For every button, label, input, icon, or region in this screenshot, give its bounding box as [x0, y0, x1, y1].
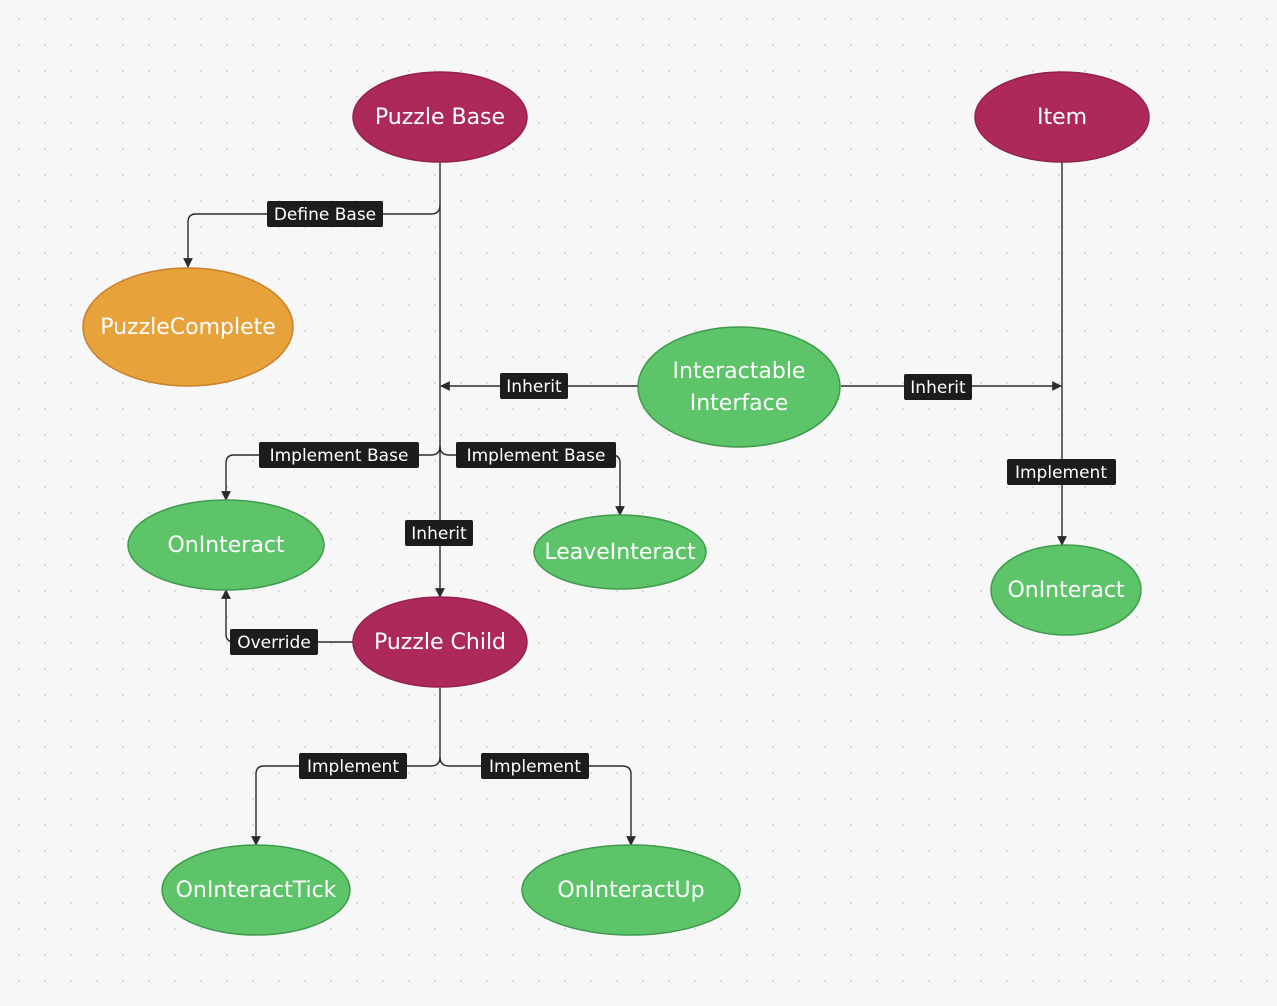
node-label: OnInteractUp — [557, 878, 704, 903]
node-shape — [352, 71, 528, 163]
edge-label-inherit-child[interactable]: Inherit — [405, 520, 473, 546]
edge-label-define-base[interactable]: Define Base — [267, 201, 383, 227]
node-shape — [521, 844, 741, 936]
edge-label-implement-base-right[interactable]: Implement Base — [456, 442, 616, 468]
edge-label-text: Inherit — [910, 378, 966, 398]
node-label: Puzzle Child — [374, 630, 506, 655]
node-shape — [990, 544, 1142, 636]
node-label: LeaveInteract — [544, 540, 696, 565]
node-puzzle-complete[interactable]: PuzzleComplete — [82, 267, 294, 387]
node-on-interact-left[interactable]: OnInteract — [127, 499, 325, 591]
node-shape — [637, 326, 841, 448]
node-shape — [533, 514, 707, 590]
node-label: PuzzleComplete — [100, 315, 276, 340]
edge-label-text: Implement Base — [467, 446, 606, 466]
edge-label-text: Implement Base — [270, 446, 409, 466]
node-puzzle-base[interactable]: Puzzle Base — [352, 71, 528, 163]
edge-label-text: Define Base — [274, 205, 376, 225]
edge-label-inherit-right[interactable]: Inherit — [904, 374, 972, 400]
node-shape — [974, 71, 1150, 163]
node-puzzle-child[interactable]: Puzzle Child — [352, 596, 528, 688]
node-shape — [82, 267, 294, 387]
edges — [183, 162, 1067, 846]
node-on-interact-right[interactable]: OnInteract — [990, 544, 1142, 636]
node-label-line2: Interface — [690, 391, 789, 416]
edge-labels: Define Base Inherit Inherit Implement Ba… — [230, 201, 1116, 779]
edge-label-text: Implement — [307, 757, 399, 777]
node-label-line1: Interactable — [673, 359, 806, 384]
node-label: Item — [1037, 105, 1087, 130]
edge-label-text: Implement — [1015, 463, 1107, 483]
node-label: OnInteract — [167, 533, 284, 558]
node-label: OnInteractTick — [176, 878, 337, 903]
edge-label-implement-tick[interactable]: Implement — [299, 753, 407, 779]
node-leave-interact[interactable]: LeaveInteract — [533, 514, 707, 590]
edge-label-text: Inherit — [411, 524, 467, 544]
node-shape — [161, 844, 351, 936]
edge-label-override[interactable]: Override — [230, 629, 318, 655]
edge-label-inherit-left[interactable]: Inherit — [500, 373, 568, 399]
edge-label-implement-item[interactable]: Implement — [1007, 459, 1116, 485]
edge-label-implement-up[interactable]: Implement — [481, 753, 589, 779]
node-shape — [352, 596, 528, 688]
edge-implement-up — [439, 756, 636, 846]
node-label: Puzzle Base — [375, 105, 505, 130]
node-on-interact-tick[interactable]: OnInteractTick — [161, 844, 351, 936]
edge-label-text: Override — [237, 633, 311, 653]
node-label: OnInteract — [1007, 578, 1124, 603]
nodes: Puzzle Base Item PuzzleComplete Interact… — [82, 71, 1150, 936]
edge-implement-base-left — [221, 445, 441, 501]
node-item[interactable]: Item — [974, 71, 1150, 163]
edge-label-implement-base-left[interactable]: Implement Base — [259, 442, 419, 468]
edge-define-base — [183, 204, 441, 268]
edge-label-text: Implement — [489, 757, 581, 777]
node-interactable-interface[interactable]: Interactable Interface — [637, 326, 841, 448]
edge-label-text: Inherit — [506, 377, 562, 397]
node-shape — [127, 499, 325, 591]
node-on-interact-up[interactable]: OnInteractUp — [521, 844, 741, 936]
